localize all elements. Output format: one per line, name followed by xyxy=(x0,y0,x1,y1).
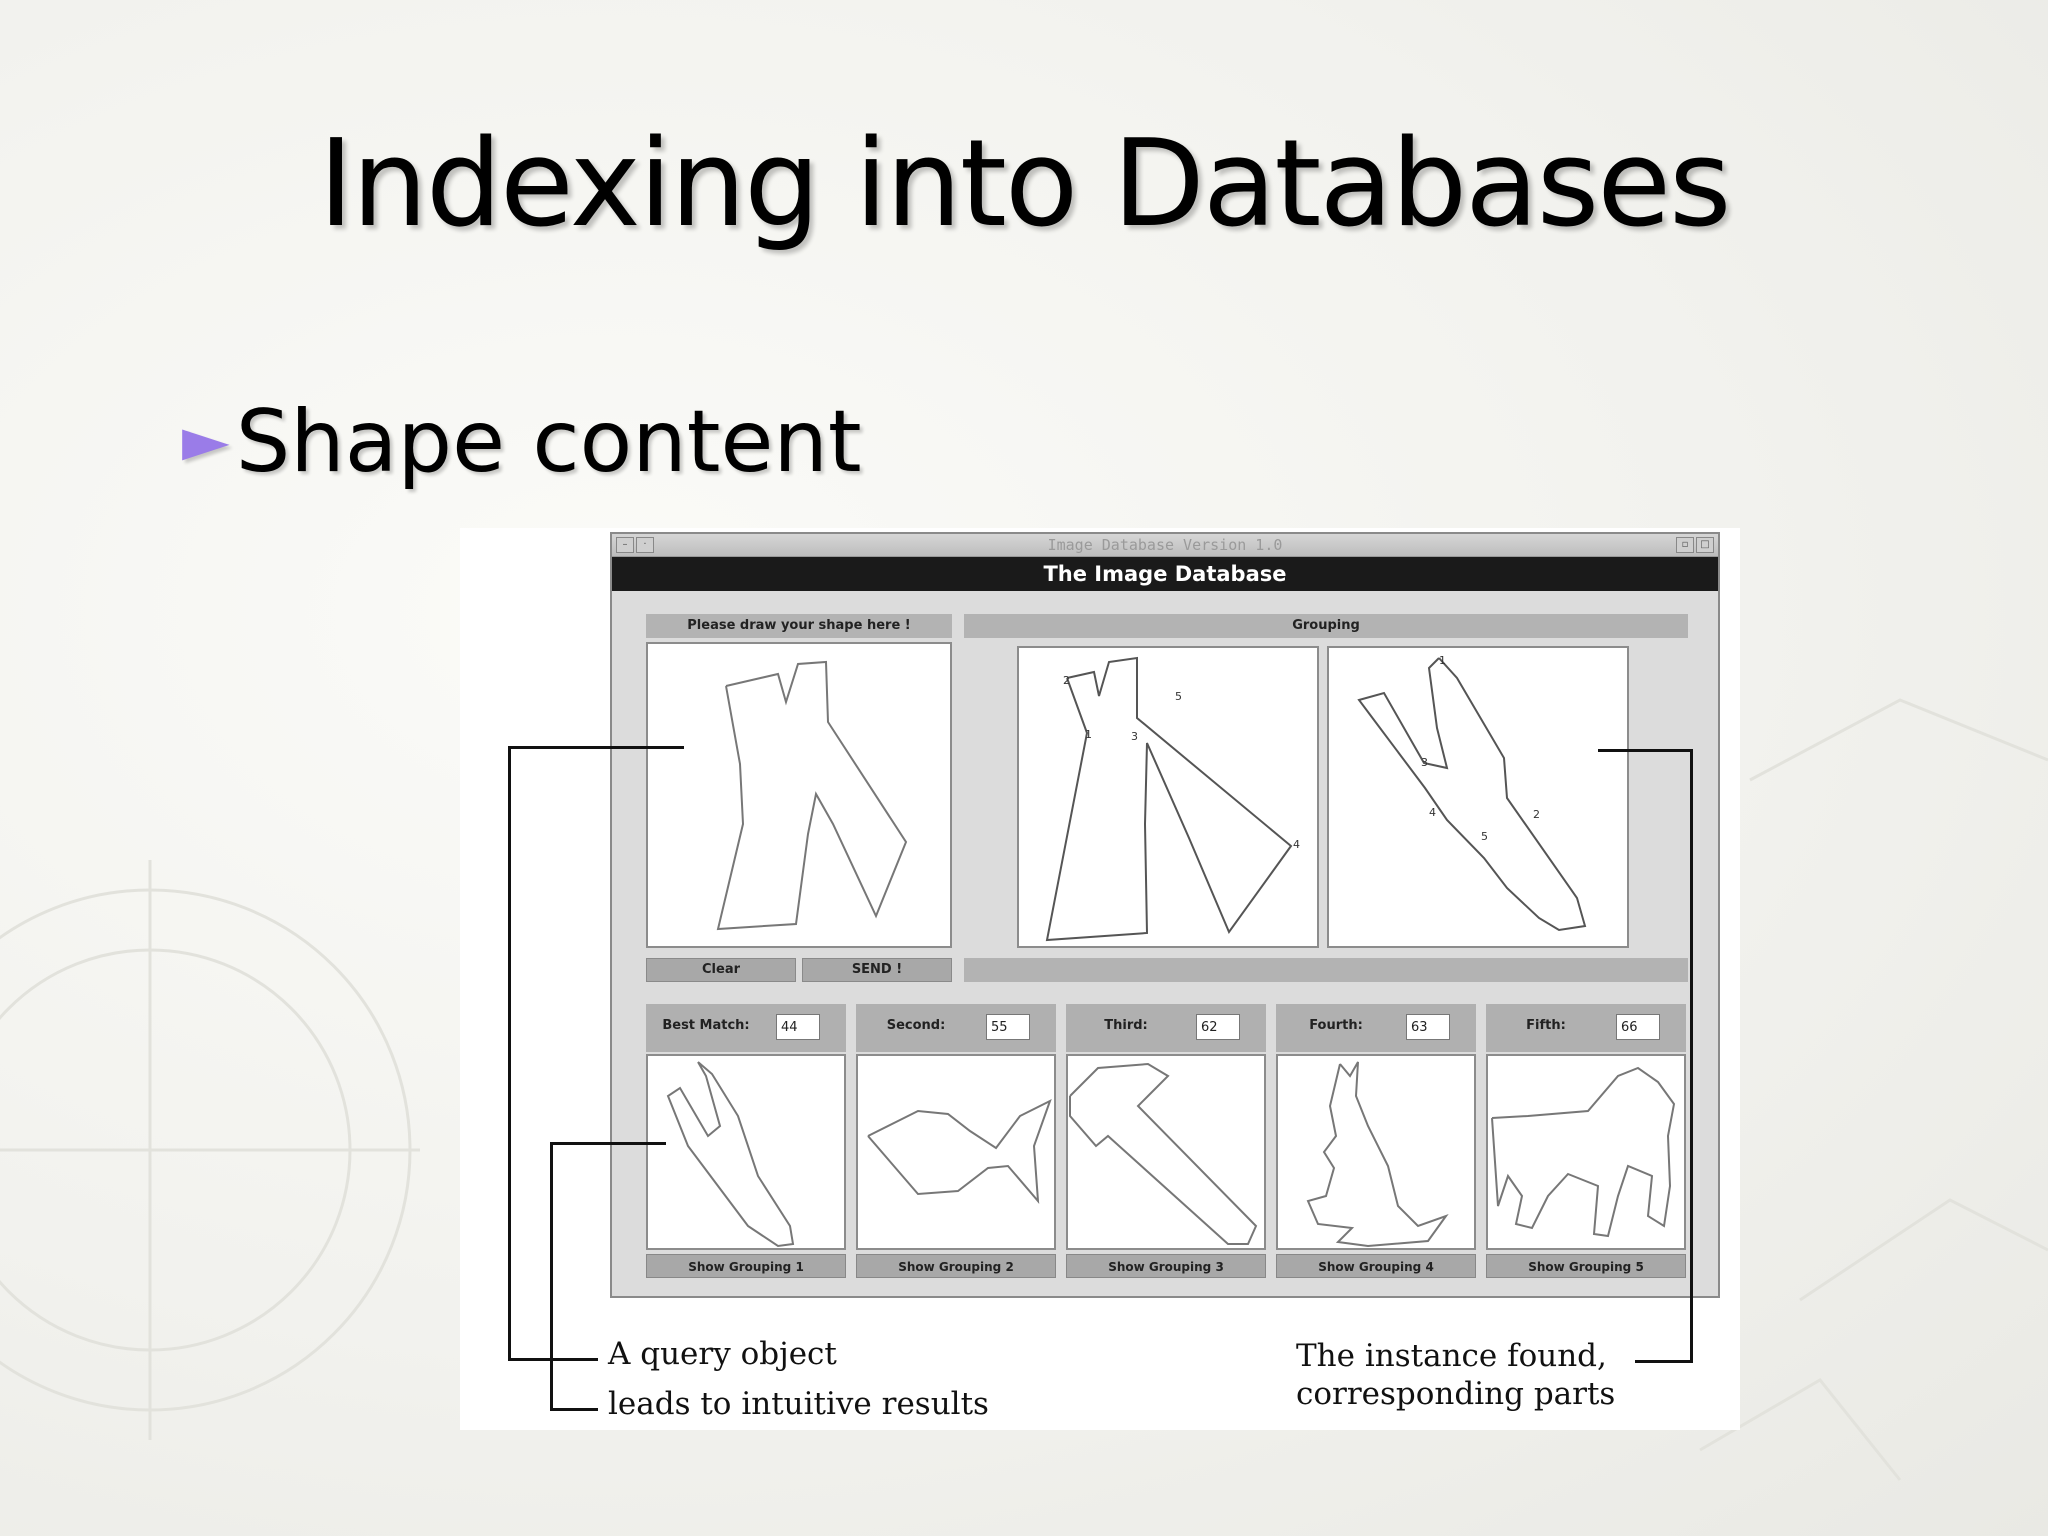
leader-line xyxy=(550,1142,666,1145)
leader-line xyxy=(508,746,511,1360)
grouping-panel-instance: 1 3 4 5 2 xyxy=(1327,646,1629,948)
kangaroo-shape-icon xyxy=(1306,1061,1449,1248)
instance-caption-line2: corresponding parts xyxy=(1296,1376,1616,1412)
query-shape-icon xyxy=(716,660,908,931)
match-result-panel xyxy=(856,1054,1056,1250)
match-label: Fifth: xyxy=(1526,1018,1566,1033)
leader-line xyxy=(1690,749,1693,1363)
match-score-field[interactable]: 66 xyxy=(1616,1014,1660,1040)
svg-text:4: 4 xyxy=(1293,838,1300,851)
grouping-panel-query: 2 1 3 5 4 xyxy=(1017,646,1319,948)
match-result-panel xyxy=(1066,1054,1266,1250)
fish-shape-icon xyxy=(867,1098,1052,1204)
triangle-bullet-icon: ► xyxy=(182,403,230,477)
horse-shape-icon xyxy=(1491,1066,1676,1238)
hammer-shape-icon xyxy=(1069,1062,1258,1245)
match-result-panel xyxy=(1276,1054,1476,1250)
slide-title: Indexing into Databases xyxy=(318,115,1731,254)
bullet-text: Shape content xyxy=(235,392,862,492)
show-grouping-button[interactable]: Show Grouping 5 xyxy=(1486,1254,1686,1278)
match-label: Fourth: xyxy=(1309,1018,1363,1033)
match-score-field[interactable]: 55 xyxy=(986,1014,1030,1040)
window-titlebar: – · Image Database Version 1.0 ▫ □ xyxy=(612,534,1718,557)
match-header: Third: 62 xyxy=(1066,1004,1266,1052)
bullet-item: ►Shape content xyxy=(182,392,862,492)
svg-text:3: 3 xyxy=(1131,730,1138,743)
app-window: – · Image Database Version 1.0 ▫ □ The I… xyxy=(610,532,1720,1298)
grouping-status-bar xyxy=(964,958,1688,982)
window-drag-icon[interactable]: · xyxy=(636,537,654,553)
show-grouping-button[interactable]: Show Grouping 3 xyxy=(1066,1254,1266,1278)
maximize-icon[interactable]: □ xyxy=(1696,537,1714,553)
grouping-label: Grouping xyxy=(964,614,1688,638)
svg-text:1: 1 xyxy=(1085,728,1092,741)
window-title: Image Database Version 1.0 xyxy=(1047,536,1283,554)
svg-text:2: 2 xyxy=(1533,808,1540,821)
match-header: Best Match: 44 xyxy=(646,1004,846,1052)
draw-label: Please draw your shape here ! xyxy=(646,614,952,638)
instance-caption-line1: The instance found, xyxy=(1296,1338,1607,1374)
svg-text:5: 5 xyxy=(1175,690,1182,703)
svg-text:3: 3 xyxy=(1421,756,1428,769)
leader-line xyxy=(550,1408,598,1411)
match-result-panel xyxy=(1486,1054,1686,1250)
match-header: Second: 55 xyxy=(856,1004,1056,1052)
clear-button[interactable]: Clear xyxy=(646,958,796,982)
figure: – · Image Database Version 1.0 ▫ □ The I… xyxy=(460,528,1740,1430)
svg-text:4: 4 xyxy=(1429,806,1436,819)
svg-text:1: 1 xyxy=(1439,654,1446,667)
leader-line xyxy=(508,746,684,749)
send-button[interactable]: SEND ! xyxy=(802,958,952,982)
minimize-icon[interactable]: ▫ xyxy=(1676,537,1694,553)
query-caption-line1: A query object xyxy=(608,1336,837,1372)
bird-head-shape-icon xyxy=(666,1061,795,1248)
svg-text:5: 5 xyxy=(1481,830,1488,843)
leader-line xyxy=(508,1358,598,1361)
leader-line xyxy=(550,1142,553,1410)
match-result-panel xyxy=(646,1054,846,1250)
app-header: The Image Database xyxy=(612,557,1718,591)
show-grouping-button[interactable]: Show Grouping 2 xyxy=(856,1254,1056,1278)
drawing-canvas[interactable] xyxy=(646,642,952,948)
match-score-field[interactable]: 63 xyxy=(1406,1014,1450,1040)
match-label: Third: xyxy=(1104,1018,1148,1033)
leader-line xyxy=(1598,749,1692,752)
show-grouping-button[interactable]: Show Grouping 4 xyxy=(1276,1254,1476,1278)
grouped-query-shape-icon: 2 1 3 5 4 xyxy=(1045,656,1300,942)
show-grouping-button[interactable]: Show Grouping 1 xyxy=(646,1254,846,1278)
svg-text:2: 2 xyxy=(1063,674,1070,687)
window-menu-icon[interactable]: – xyxy=(616,537,634,553)
query-caption-line2: leads to intuitive results xyxy=(608,1386,989,1422)
grouped-instance-shape-icon: 1 3 4 5 2 xyxy=(1357,654,1587,932)
match-header: Fifth: 66 xyxy=(1486,1004,1686,1052)
match-score-field[interactable]: 62 xyxy=(1196,1014,1240,1040)
leader-line xyxy=(1635,1360,1693,1363)
match-header: Fourth: 63 xyxy=(1276,1004,1476,1052)
match-label: Second: xyxy=(886,1018,946,1033)
match-label: Best Match: xyxy=(662,1018,750,1033)
match-score-field[interactable]: 44 xyxy=(776,1014,820,1040)
